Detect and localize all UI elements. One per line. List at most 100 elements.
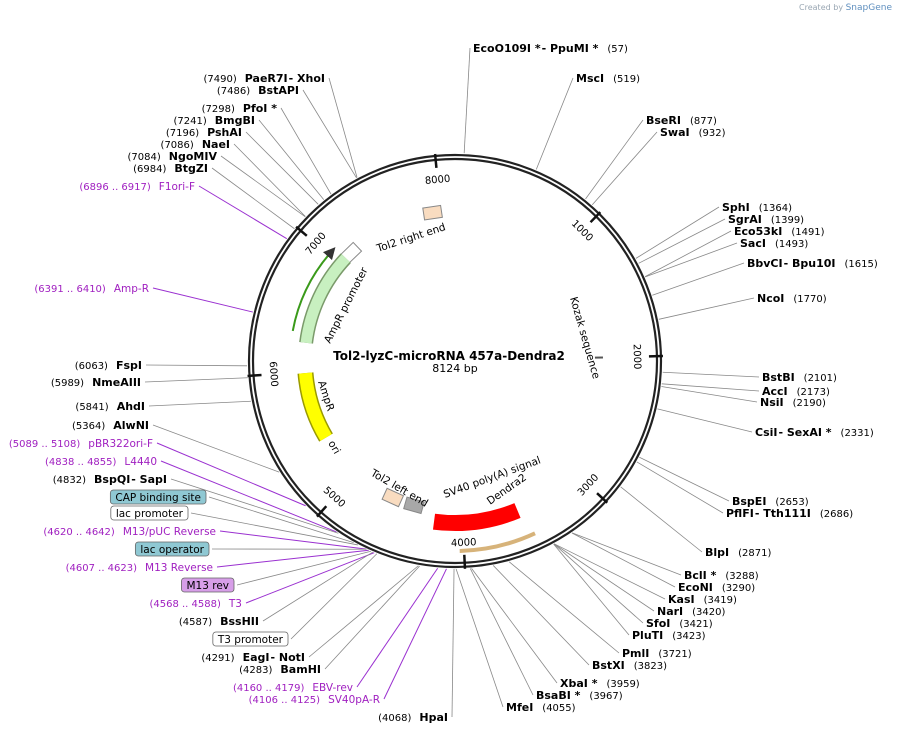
site-label-swai[interactable]: SwaI(932) [660, 126, 726, 139]
site-name: SgrAI [728, 213, 762, 226]
site-label-ahdi[interactable]: (5841) AhdI [75, 400, 145, 413]
site-name: PaeR7I [245, 72, 288, 85]
primer-leader-line [356, 567, 439, 688]
site-label-fspi[interactable]: (6063)FspI [75, 359, 142, 372]
site-label-naei[interactable]: (7086)NaeI [161, 138, 230, 151]
site-label-ecoo109i[interactable]: EcoO109I * - PpuMI *(57) [473, 42, 628, 55]
feature-sv40-poly-a-signal-box[interactable] [403, 496, 425, 515]
site-label-pbr322ori-f[interactable]: (5089 .. 5108)pBR322ori-F [9, 438, 153, 450]
primer-range: (6896 .. 6917) [79, 182, 151, 193]
site-label-ngomiv[interactable]: (7084)NgoMIV [128, 150, 218, 163]
site-position: (7086) [161, 140, 194, 151]
site-label-sgrai[interactable]: SgrAI (1399) [728, 213, 804, 226]
primer-range: (4106 .. 4125) [249, 695, 321, 706]
feature-name: T3 promoter [217, 634, 284, 646]
site-label-bspqi[interactable]: (4832)BspQI - SapI [53, 473, 167, 486]
site-label-bseri[interactable]: BseRI(877) [646, 114, 717, 127]
site-label-sv40pa-r[interactable]: (4106 .. 4125)SV40pA-R [249, 694, 380, 706]
site-position: (7084) [128, 152, 161, 163]
site-label-pluti[interactable]: PluTI(3423) [632, 629, 706, 642]
site-label-eagi[interactable]: (4291)EagI - NotI [201, 651, 305, 664]
site-label-kasi[interactable]: KasI(3419) [668, 593, 737, 606]
site-label-nari[interactable]: NarI(3420) [657, 605, 726, 618]
site-label-xbai[interactable]: XbaI *(3959) [560, 677, 640, 690]
site-name: AhdI [117, 400, 145, 413]
site-label-bspei[interactable]: BspEI(2653) [732, 495, 809, 508]
feature-name: M13 rev [186, 580, 229, 592]
site-label-blpi[interactable]: BlpI(2871) [705, 546, 771, 559]
site-label-bstxi[interactable]: BstXI(3823) [592, 659, 667, 672]
site-label-bstbi[interactable]: BstBI(2101) [762, 371, 837, 384]
site-position: (5841) [75, 402, 108, 413]
site-position: (2101) [804, 373, 837, 384]
site-label-bamhi[interactable]: (4283)BamHI [239, 663, 321, 676]
site-label-pflfi[interactable]: PflFI - Tth111I(2686) [726, 507, 853, 520]
site-label-acci[interactable]: AccI(2173) [762, 385, 830, 398]
watermark-prefix: Created by [799, 3, 844, 12]
site-label-m13-puc-reverse[interactable]: (4620 .. 4642)M13/pUC Reverse [43, 526, 216, 538]
site-label-bbvci[interactable]: BbvCI - Bpu10I(1615) [747, 257, 878, 270]
site-label-sphi[interactable]: SphI(1364) [722, 201, 792, 214]
site-leader-line [328, 77, 358, 178]
site-position: (1399) [771, 215, 804, 226]
primer-leader-line [216, 549, 369, 568]
ring-tick-mark [247, 373, 262, 378]
site-label-lac-operator[interactable]: lac operator [134, 541, 210, 557]
site-label-t3-promoter[interactable]: T3 promoter [212, 631, 289, 647]
site-label-m13-reverse[interactable]: (4607 .. 4623)M13 Reverse [66, 562, 213, 574]
site-label-lac-promoter[interactable]: lac promoter [110, 505, 189, 521]
site-label-econi[interactable]: EcoNI(3290) [678, 581, 755, 594]
site-label-l4440[interactable]: (4838 .. 4855)L4440 [45, 456, 157, 468]
site-leader-line [591, 131, 658, 206]
site-labels: EcoO109I * - PpuMI *(57) MscI(519) BseRI(8… [9, 42, 878, 724]
site-name: NarI [657, 605, 683, 618]
site-label-hpai[interactable]: (4068)HpaI [378, 711, 448, 724]
ring-tick-label: 6000 [267, 361, 280, 387]
site-leader-line [280, 107, 332, 195]
site-label-pfoi[interactable]: (7298)PfoI * [202, 102, 278, 115]
backbone-inner-strand [251, 157, 659, 565]
site-position: (7298) [202, 104, 235, 115]
site-label-ebv-rev[interactable]: (4160 .. 4179)EBV-rev [233, 682, 353, 694]
feature-dendra2-arrow[interactable] [432, 503, 521, 531]
site-label-m13-rev[interactable]: M13 rev [181, 577, 235, 593]
site-label-bsabi[interactable]: BsaBI *(3967) [536, 689, 623, 702]
site-name: BamHI [280, 663, 321, 676]
site-label-pshai[interactable]: (7196)PshAI [166, 126, 242, 139]
site-leader-line [636, 461, 724, 514]
site-label-bsshii[interactable]: (4587)BssHII [179, 615, 259, 628]
site-leader-line [635, 206, 720, 259]
site-label-ncoi[interactable]: NcoI(1770) [757, 292, 827, 305]
site-leader-line [145, 364, 248, 367]
site-label-bcli[interactable]: BclI *(3288) [684, 569, 759, 582]
site-label-nmeaiii[interactable]: (5989)NmeAIII [51, 376, 141, 389]
site-position: (4832) [53, 475, 86, 486]
site-label-bstapi[interactable]: (7486)BstAPI [217, 84, 299, 97]
site-label-saci[interactable]: SacI(1493) [740, 237, 808, 250]
site-label-amp-r[interactable]: (6391 .. 6410)Amp-R [34, 283, 149, 295]
feature-tol2-left-end-box[interactable] [381, 487, 405, 508]
site-label-cap-binding-site[interactable]: CAP binding site [109, 489, 207, 505]
site-position: (2653) [775, 497, 808, 508]
site-label-paer7i[interactable]: (7490)PaeR7I - XhoI [204, 72, 326, 85]
site-leader-line [571, 532, 676, 588]
site-name: - Tth111I [755, 507, 811, 520]
site-label-nsii[interactable]: NsiI(2190) [760, 396, 826, 409]
site-label-btgzi[interactable]: (6984)BtgZI [133, 162, 208, 175]
site-label-mfei[interactable]: MfeI(4055) [506, 701, 576, 714]
site-label-f1ori-f[interactable]: (6896 .. 6917)F1ori-F [79, 181, 195, 193]
site-label-t3[interactable]: (4568 .. 4588)T3 [149, 598, 242, 610]
site-leader-line [451, 568, 455, 718]
site-label-eco53ki[interactable]: Eco53kI(1491) [734, 225, 825, 238]
site-label-csii[interactable]: CsiI - SexAI *(2331) [755, 426, 874, 439]
feature-tol2-right-end-box[interactable] [422, 204, 443, 221]
site-label-alwni[interactable]: (5364)AlwNI [72, 419, 149, 432]
feature-box [110, 505, 189, 521]
site-leader-line [144, 377, 248, 383]
site-label-pmli[interactable]: PmlI(3721) [622, 647, 692, 660]
site-label-msci[interactable]: MscI(519) [576, 72, 640, 85]
site-label-sfoi[interactable]: SfoI(3421) [646, 617, 713, 630]
site-leader-line [302, 89, 357, 179]
site-label-bmgbi[interactable]: (7241)BmgBI [174, 114, 255, 127]
